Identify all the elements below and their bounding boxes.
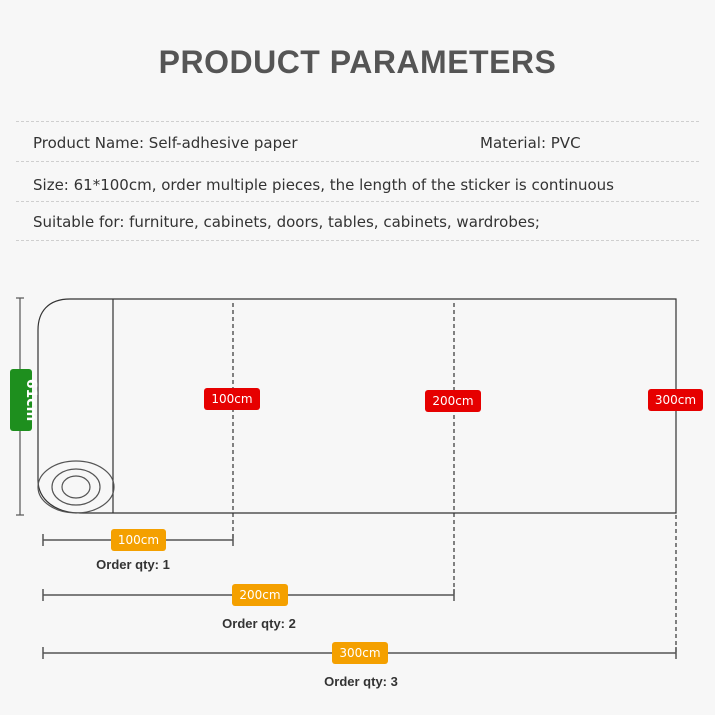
mark-badge-100: 100cm (204, 388, 260, 410)
section-marks (232, 303, 677, 655)
dimension-badge-300: 300cm (332, 642, 388, 664)
divider (16, 240, 699, 241)
height-badge: 61cm (10, 369, 39, 431)
order-qty-2: Order qty: 2 (222, 616, 296, 631)
order-qty-1: Order qty: 1 (96, 557, 170, 572)
divider (16, 121, 699, 122)
height-label: 61cm (23, 378, 40, 422)
divider (16, 201, 699, 202)
sticker-sheet (37, 298, 677, 514)
mark-badge-200: 200cm (425, 390, 481, 412)
dimension-lines (42, 534, 677, 659)
mark-badge-300: 300cm (648, 389, 703, 411)
page-title: PRODUCT PARAMETERS (158, 44, 557, 80)
size-text: Size: 61*100cm, order multiple pieces, t… (33, 176, 615, 194)
suitable-text: Suitable for: furniture, cabinets, doors… (33, 213, 540, 231)
roll-end (37, 460, 115, 514)
dimension-badge-200: 200cm (232, 584, 288, 606)
divider (16, 161, 699, 162)
dimension-badge-100: 100cm (111, 529, 166, 551)
material-text: Material: PVC (480, 134, 581, 152)
order-qty-3: Order qty: 3 (324, 674, 398, 689)
product-name-text: Product Name: Self-adhesive paper (33, 134, 298, 152)
